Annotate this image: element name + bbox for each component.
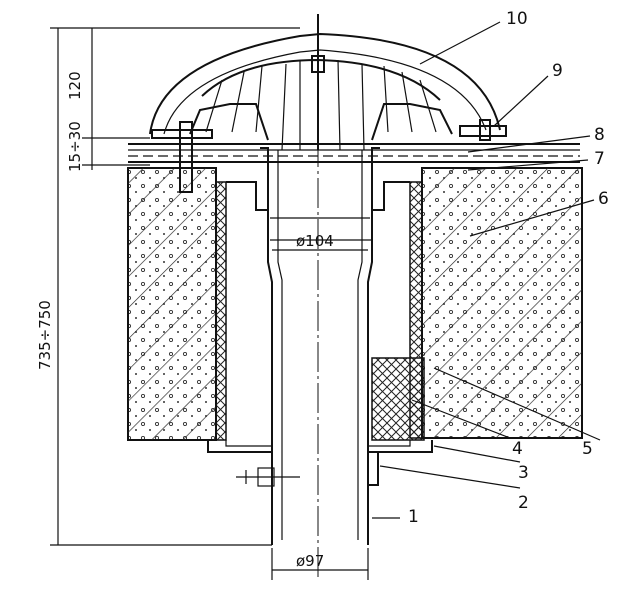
bottom-flange <box>207 440 433 487</box>
callout-1: 1 <box>408 507 419 527</box>
concrete-slab-left <box>127 167 217 441</box>
dim-top-diameter: ø104 <box>296 232 334 250</box>
callout-7: 7 <box>594 149 605 169</box>
callout-6: 6 <box>598 189 609 209</box>
callout-4: 4 <box>512 439 523 459</box>
dimension-lines <box>50 27 372 580</box>
clamp-bolt-right <box>459 119 507 141</box>
dome-grate <box>149 14 501 151</box>
roof-membrane <box>128 143 580 163</box>
drain-body <box>226 147 410 545</box>
clamp-bolt-left <box>151 121 213 193</box>
dim-bottom-diameter: ø97 <box>296 552 324 570</box>
leader-lines <box>372 21 601 519</box>
callout-5: 5 <box>582 439 593 459</box>
insulation-sleeve-right <box>409 181 423 439</box>
callout-10: 10 <box>506 9 528 29</box>
callout-8: 8 <box>594 125 605 145</box>
dim-dome-height: 120 <box>66 71 84 100</box>
dim-flange-height: 15÷30 <box>66 121 84 172</box>
callout-2: 2 <box>518 493 529 513</box>
callout-3: 3 <box>518 463 529 483</box>
callout-9: 9 <box>552 61 563 81</box>
insulation-sleeve-left <box>215 181 227 441</box>
dim-total-height: 735÷750 <box>36 300 54 370</box>
concrete-slab-right <box>421 167 583 439</box>
